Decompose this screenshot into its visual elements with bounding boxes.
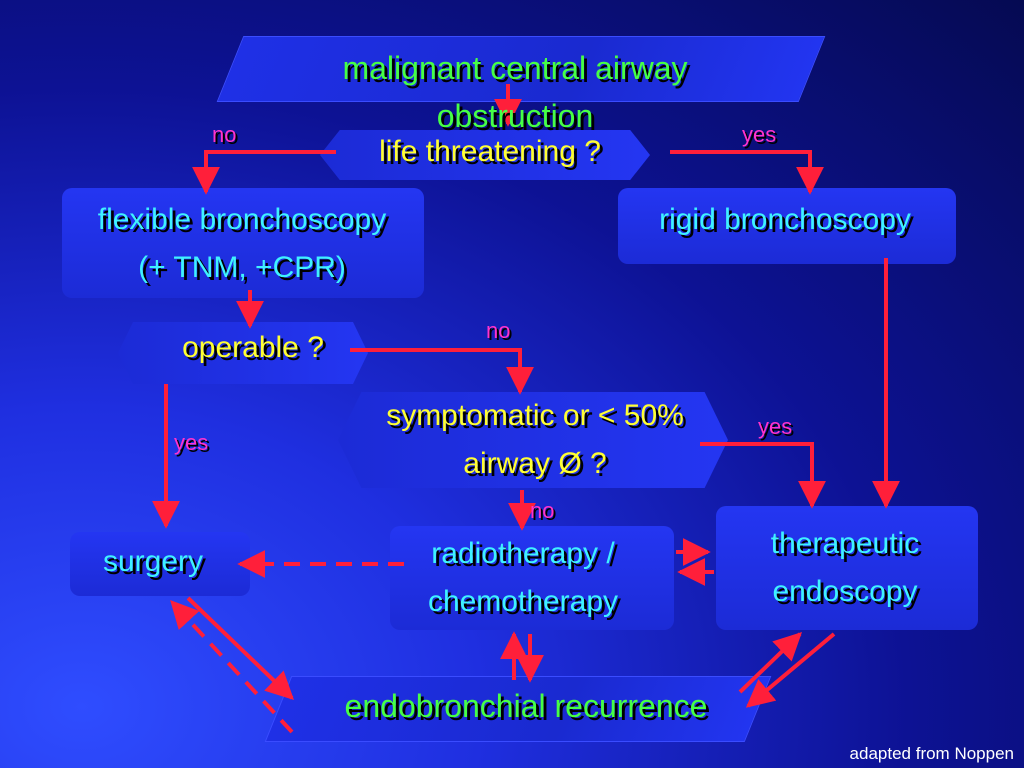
operable-diamond: [118, 322, 368, 384]
node-flexible-bronchoscopy: flexible bronchoscopy (+ TNM, +CPR): [97, 203, 387, 284]
arrow-symptomatic-yes: [700, 442, 826, 509]
source-credit: adapted from Noppen: [849, 744, 1014, 763]
edge-label-operable-no: no: [486, 318, 511, 343]
node-operable: operable ?: [182, 331, 324, 364]
radiochemo-box: [390, 526, 674, 630]
arrow-therapeutic-to-recurrence: [745, 632, 836, 708]
therapeutic-endoscopy-box: [716, 506, 978, 630]
arrow-life-no: [192, 150, 336, 195]
arrow-life-yes: [670, 150, 824, 195]
symptomatic-diamond: [338, 392, 728, 488]
node-endobronchial-recurrence: endobronchial recurrence: [344, 688, 708, 724]
node-symptomatic: symptomatic or < 50% airway Ø ?: [386, 399, 684, 480]
arrow-operable-no: [350, 348, 534, 395]
flexible-bronchoscopy-box: [62, 188, 424, 298]
arrow-recurrence-to-surgery: [170, 599, 294, 734]
edge-label-symptomatic-yes: yes: [758, 414, 793, 439]
node-malignant-obstruction: malignant central airway obstruction: [342, 50, 688, 134]
edge-label-life-no: no: [212, 122, 237, 147]
node-rigid-bronchoscopy: rigid bronchoscopy: [659, 203, 911, 236]
node-life-threatening: life threatening ?: [379, 135, 601, 168]
node-radiochemo: radiotherapy / chemotherapy: [427, 537, 619, 618]
rigid-bronchoscopy-box: [618, 188, 956, 264]
arrow-surgery-to-recurrence: [186, 596, 295, 700]
surgery-box: [70, 532, 250, 596]
edge-label-life-yes: yes: [742, 122, 777, 147]
edge-label-operable-yes: yes: [174, 430, 209, 455]
life-threatening-diamond: [320, 130, 650, 180]
node-surgery: surgery: [102, 545, 204, 578]
node-therapeutic-endoscopy: therapeutic endoscopy: [770, 527, 920, 608]
edge-label-symptomatic-no: no: [530, 498, 555, 523]
